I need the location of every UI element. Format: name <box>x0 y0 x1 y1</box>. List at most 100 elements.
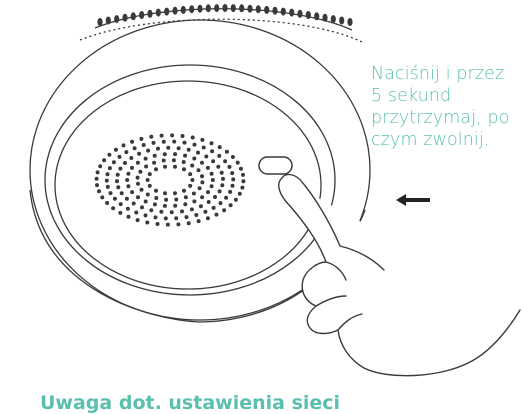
grille-hole <box>146 149 150 153</box>
grille-hole <box>136 182 140 186</box>
grille-hole <box>163 191 167 195</box>
grille-hole <box>187 148 191 152</box>
grille-hole <box>215 213 219 217</box>
grille-hole <box>116 185 120 189</box>
ridge-tooth <box>256 5 261 13</box>
grille-hole <box>239 167 243 171</box>
grille-hole <box>130 190 134 194</box>
grille-hole <box>183 202 187 206</box>
grille-hole <box>241 173 245 177</box>
grille-hole <box>200 180 204 184</box>
grille-hole <box>203 210 207 214</box>
grille-hole <box>154 215 158 219</box>
grille-hole <box>192 199 196 203</box>
grille-hole <box>190 164 194 168</box>
grille-hole <box>162 140 166 144</box>
grille-hole <box>231 184 235 188</box>
grille-hole <box>136 176 140 180</box>
grille-hole <box>125 197 129 201</box>
instruction-line-1: Naciśnij i przez <box>371 63 521 85</box>
grille-hole <box>200 161 204 165</box>
instruction-line-4: czym zwolnij. <box>371 129 521 151</box>
grille-hole <box>183 141 187 145</box>
grille-hole <box>109 191 113 195</box>
grille-hole <box>230 171 234 175</box>
ridge-tooth <box>231 4 236 12</box>
grille-hole <box>210 184 214 188</box>
instruction-line-2: 5 sekund <box>371 85 521 107</box>
grille-hole <box>136 218 140 222</box>
grille-hole <box>194 213 198 217</box>
grille-hole <box>202 146 206 150</box>
pointing-hand-icon <box>279 175 520 376</box>
grille-hole <box>120 191 124 195</box>
grille-hole <box>119 202 123 206</box>
grille-hole <box>130 140 134 144</box>
grille-hole <box>118 211 122 215</box>
instruction-line-3: przytrzymaj, po <box>371 107 521 129</box>
grille-hole <box>144 157 148 161</box>
grille-hole <box>211 159 215 163</box>
ridge-tooth <box>222 4 227 12</box>
grille-hole <box>107 153 111 157</box>
grille-hole <box>133 146 137 150</box>
grille-hole <box>172 140 176 144</box>
grille-hole <box>160 134 164 138</box>
grille-hole <box>106 185 110 189</box>
grille-hole <box>225 150 229 154</box>
grille-hole <box>221 177 225 181</box>
grille-hole <box>126 172 130 176</box>
grille-hole <box>206 190 210 194</box>
grille-hole <box>156 222 160 226</box>
grille-hole <box>115 179 119 183</box>
grille-hole <box>196 151 200 155</box>
grille-hole <box>139 137 143 141</box>
arrow-left-icon <box>396 194 430 206</box>
grille-hole <box>234 198 238 202</box>
grille-hole <box>97 189 101 193</box>
grille-hole <box>108 166 112 170</box>
grille-hole <box>125 178 129 182</box>
grille-hole <box>140 188 144 192</box>
grille-hole <box>163 165 167 169</box>
grille-hole <box>95 183 99 187</box>
speaker-grille-icon <box>95 133 246 226</box>
grille-hole <box>170 210 174 214</box>
grille-hole <box>190 207 194 211</box>
grille-hole <box>182 167 186 171</box>
grille-hole <box>123 161 127 165</box>
grille-hole <box>146 178 150 182</box>
grille-hole <box>190 178 194 182</box>
grille-hole <box>238 192 242 196</box>
grille-hole <box>149 208 153 212</box>
grille-hole <box>197 168 201 172</box>
grille-hole <box>229 203 233 207</box>
grille-hole <box>174 198 178 202</box>
ridge-tooth <box>306 11 311 19</box>
grille-hole <box>126 207 130 211</box>
grille-hole <box>210 172 214 176</box>
grille-hole <box>134 211 138 215</box>
grille-hole <box>200 174 204 178</box>
reset-button-icon <box>259 157 292 174</box>
grille-hole <box>130 166 134 170</box>
grille-hole <box>177 146 181 150</box>
grille-hole <box>184 195 188 199</box>
ridge-tooth <box>339 17 344 25</box>
network-note-heading: Uwaga dot. ustawienia sieci <box>40 392 340 414</box>
grille-hole <box>140 205 144 209</box>
grille-hole <box>185 215 189 219</box>
grille-hole <box>223 159 227 163</box>
grille-hole <box>142 143 146 147</box>
grille-hole <box>220 183 224 187</box>
grille-hole <box>145 221 149 225</box>
grille-hole <box>182 189 186 193</box>
ridge-tooth <box>281 8 286 16</box>
grille-hole <box>211 178 215 182</box>
grille-hole <box>172 158 176 162</box>
grille-hole <box>136 161 140 165</box>
grille-hole <box>198 186 202 190</box>
grille-hole <box>105 179 109 183</box>
grille-hole <box>100 195 104 199</box>
grille-hole <box>170 133 174 137</box>
